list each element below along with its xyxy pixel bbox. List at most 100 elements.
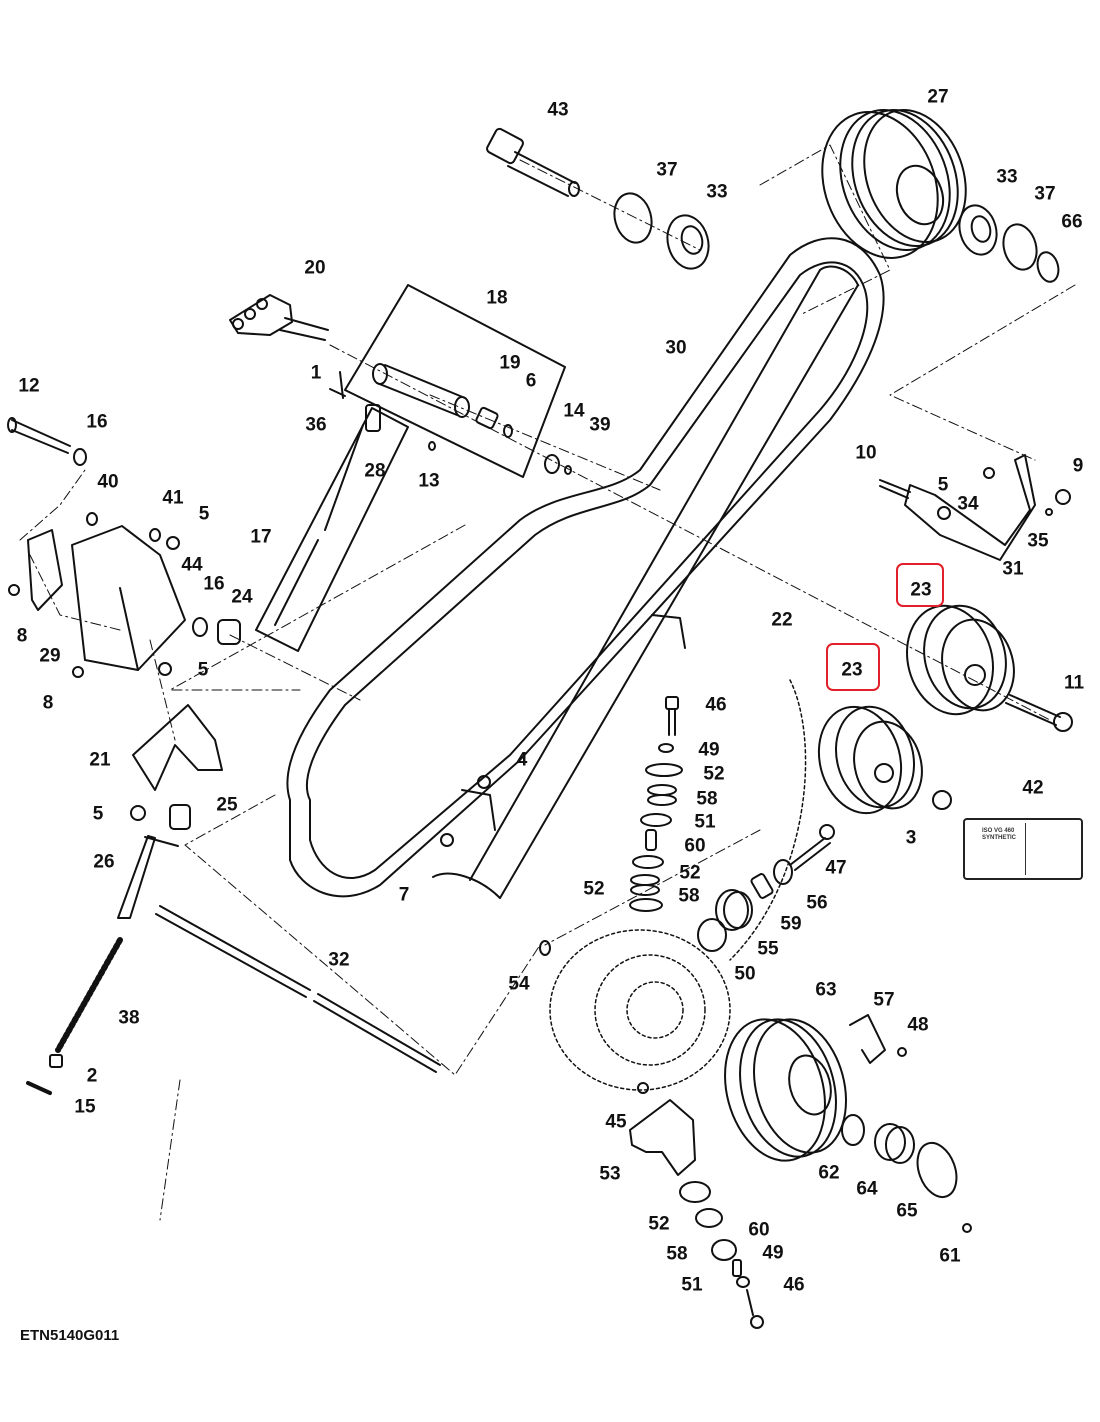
part-22-tube — [432, 265, 859, 899]
part-31-bracket — [904, 454, 1036, 561]
part-25-cap — [169, 804, 191, 830]
callout-41: 41 — [162, 487, 184, 509]
callout-30: 30 — [665, 337, 687, 359]
part-15-pin — [26, 1081, 52, 1095]
part-33-bearing — [666, 214, 710, 270]
callout-22: 22 — [771, 609, 793, 631]
callout-44: 44 — [181, 554, 203, 576]
part-16-washer-2 — [192, 617, 208, 637]
part-48-screw — [897, 1047, 907, 1057]
callout-52: 52 — [679, 862, 701, 884]
part-57-clip — [849, 1014, 886, 1064]
callout-11: 11 — [1063, 672, 1085, 694]
part-8-bolt-2 — [72, 666, 84, 678]
callout-36: 36 — [305, 414, 327, 436]
callout-12: 12 — [18, 375, 40, 397]
part-52-washer-2 — [632, 855, 664, 869]
callout-50: 50 — [734, 963, 756, 985]
part-27-pulley — [821, 109, 967, 259]
part-60-sleeve-2 — [732, 1259, 742, 1277]
part-17-rod-panel — [255, 407, 409, 652]
part-1-pin — [339, 371, 344, 399]
gearbox-phantom — [549, 679, 807, 1091]
callout-16: 16 — [203, 573, 225, 595]
part-55-roller — [715, 889, 753, 931]
callout-4: 4 — [516, 749, 528, 771]
part-3-nut — [932, 790, 952, 810]
callout-9: 9 — [1072, 455, 1084, 477]
part-59-sleeve — [750, 873, 774, 899]
part-11-bolt — [1005, 694, 1073, 732]
callout-45: 45 — [605, 1111, 627, 1133]
callout-33: 33 — [996, 166, 1018, 188]
callout-52: 52 — [703, 763, 725, 785]
part-18-tube — [372, 363, 470, 418]
part-41-clip — [149, 528, 161, 542]
callout-5: 5 — [937, 474, 949, 496]
callout-42: 42 — [1022, 777, 1044, 799]
callout-8: 8 — [16, 625, 28, 647]
part-7-bolt — [440, 833, 454, 847]
highlight-box-upper — [896, 563, 944, 607]
part-2-collar — [49, 1054, 63, 1068]
callout-23-lower[interactable]: 23 — [841, 659, 863, 681]
part-19-bushing — [475, 406, 499, 430]
part-5-nut-3 — [130, 805, 146, 821]
part-14-washer — [544, 454, 560, 474]
callout-61: 61 — [939, 1245, 961, 1267]
part-54-clip — [539, 940, 551, 956]
callout-26: 26 — [93, 851, 115, 873]
part-66-retaining-ring — [1036, 251, 1060, 283]
callout-52: 52 — [648, 1213, 670, 1235]
callout-48: 48 — [907, 1014, 929, 1036]
part-8-bolt — [8, 584, 20, 596]
callout-20: 20 — [304, 257, 326, 279]
callout-62: 62 — [818, 1162, 840, 1184]
part-34-bolt — [983, 467, 995, 479]
part-56-washer — [773, 859, 793, 885]
part-36-pin — [329, 388, 346, 397]
assembly-centerlines — [19, 144, 1076, 1221]
part-39-clip — [564, 465, 572, 475]
part-9-bolt — [1055, 489, 1071, 505]
callout-39: 39 — [589, 414, 611, 436]
callout-23-upper[interactable]: 23 — [910, 579, 932, 601]
callout-49: 49 — [698, 739, 720, 761]
callout-57: 57 — [873, 989, 895, 1011]
part-50-washer — [697, 918, 727, 952]
callout-10: 10 — [855, 442, 877, 464]
part-43-bolt — [486, 127, 580, 197]
callout-46: 46 — [783, 1274, 805, 1296]
callout-16: 16 — [86, 411, 108, 433]
callout-21: 21 — [89, 749, 111, 771]
part-58-isolator-3 — [695, 1208, 723, 1228]
part-46-bolt-2 — [746, 1289, 764, 1329]
callout-27: 27 — [927, 86, 949, 108]
callout-47: 47 — [825, 857, 847, 879]
part-51-mount — [640, 813, 672, 827]
callout-58: 58 — [666, 1243, 688, 1265]
part-5-nut-4 — [937, 506, 951, 520]
part-5-nut — [166, 536, 180, 550]
part-49-washer-2 — [736, 1276, 750, 1288]
part-24-spacer — [217, 619, 241, 645]
callout-1: 1 — [310, 362, 322, 384]
callout-43: 43 — [547, 99, 569, 121]
callout-40: 40 — [97, 471, 119, 493]
callout-32: 32 — [328, 949, 350, 971]
part-23-idler-pulley-upper — [906, 604, 1015, 716]
part-13-clip — [428, 441, 436, 451]
callout-52: 52 — [583, 878, 605, 900]
part-4-nut — [477, 775, 491, 789]
callout-18: 18 — [486, 287, 508, 309]
callout-35: 35 — [1027, 530, 1049, 552]
decal-text: ISO VG 460 SYNTHETIC — [982, 828, 1017, 841]
part-18-kit-box — [344, 284, 566, 478]
part-23-idler-pulley-lower — [817, 705, 923, 815]
callout-63: 63 — [815, 979, 837, 1001]
part-20-arm — [229, 294, 329, 341]
callout-37: 37 — [656, 159, 678, 181]
callout-13: 13 — [418, 470, 440, 492]
part-61-screw — [962, 1223, 972, 1233]
part-16-washer — [73, 448, 87, 466]
